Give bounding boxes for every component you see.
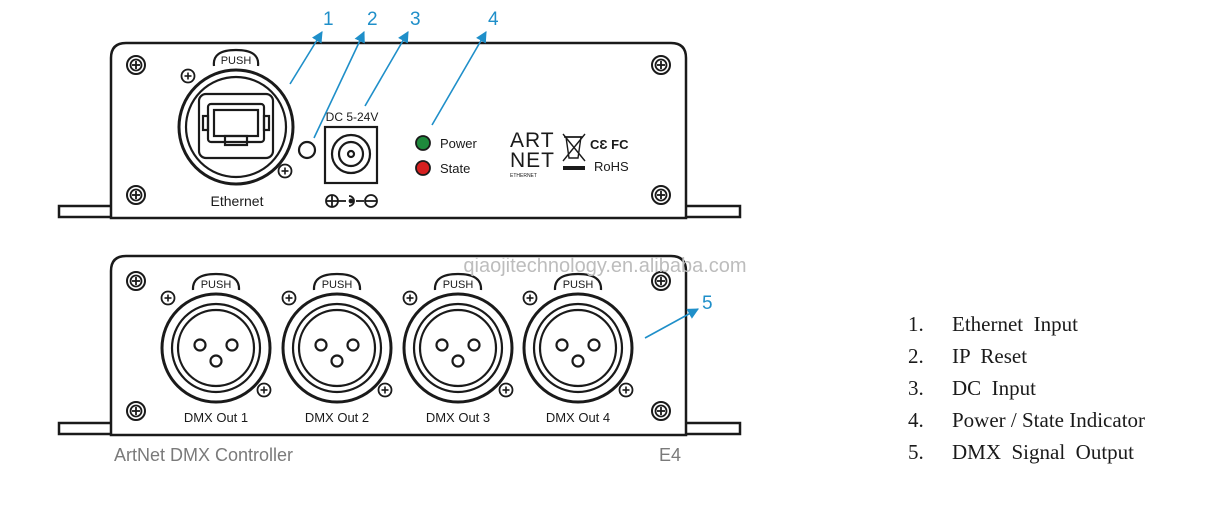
dc-input-jack bbox=[323, 125, 379, 185]
screw-icon bbox=[180, 68, 196, 84]
legend-number: 1. bbox=[908, 312, 924, 336]
front-left-flange bbox=[57, 204, 118, 219]
callout-number-5: 5 bbox=[702, 293, 713, 314]
ce-fc-mark: CƐ FC bbox=[590, 137, 629, 152]
power-label: Power bbox=[440, 136, 478, 151]
dmx-out-label-4: DMX Out 4 bbox=[546, 410, 610, 425]
callout-line-2 bbox=[313, 30, 365, 139]
dc-input-label: DC 5-24V bbox=[326, 110, 379, 124]
screw-icon bbox=[126, 185, 146, 205]
callout-number-4: 4 bbox=[488, 9, 499, 30]
dmx-out-label-1: DMX Out 1 bbox=[184, 410, 248, 425]
legend-text: Power / State Indicator bbox=[952, 408, 1146, 432]
screw-icon bbox=[402, 290, 418, 306]
screw-icon bbox=[277, 163, 293, 179]
dc-polarity-icon bbox=[325, 194, 378, 208]
model-number: E4 bbox=[659, 445, 681, 465]
dmx-out-label-3: DMX Out 3 bbox=[426, 410, 490, 425]
legend-number: 3. bbox=[908, 376, 924, 400]
callout-number-2: 2 bbox=[367, 9, 378, 30]
artnet-logo: ART NET ETHERNET bbox=[510, 129, 555, 179]
legend-text: DMX Signal Output bbox=[952, 440, 1135, 464]
callout-line-5 bbox=[644, 308, 699, 339]
legend-item: 3. DC Input bbox=[908, 372, 1145, 404]
dmx-out-label-2: DMX Out 2 bbox=[305, 410, 369, 425]
watermark: qiaojitechnology.en.alibaba.com bbox=[463, 255, 746, 277]
screw-icon bbox=[651, 401, 671, 421]
weee-bin-icon bbox=[562, 133, 586, 162]
legend-item: 1. Ethernet Input bbox=[908, 308, 1145, 340]
artnet-logo-bottom: NET bbox=[510, 149, 555, 172]
screw-icon bbox=[498, 382, 514, 398]
screw-icon bbox=[126, 271, 146, 291]
weee-bar bbox=[563, 166, 585, 170]
rohs-label: RoHS bbox=[594, 159, 629, 174]
state-label: State bbox=[440, 161, 470, 176]
front-right-flange bbox=[680, 204, 742, 219]
xlr-push-label: PUSH bbox=[443, 279, 474, 291]
screw-icon bbox=[618, 382, 634, 398]
back-right-flange bbox=[680, 421, 742, 436]
dmx-outputs: PUSH DMX Out 1 PUSH DMX Out 2 PUSH DMX Out 3 P… bbox=[160, 272, 634, 425]
screw-icon bbox=[651, 185, 671, 205]
callout-number-1: 1 bbox=[323, 9, 334, 30]
screw-icon bbox=[256, 382, 272, 398]
callout-line-4 bbox=[431, 31, 487, 126]
artnet-logo-sub: ETHERNET bbox=[510, 173, 537, 179]
product-name: ArtNet DMX Controller bbox=[114, 445, 293, 465]
artnet-logo-top: ART bbox=[510, 129, 555, 152]
callout-line-1 bbox=[289, 31, 323, 85]
legend-text: Ethernet Input bbox=[952, 312, 1078, 336]
callout-lines bbox=[289, 30, 699, 339]
back-left-flange bbox=[57, 421, 118, 436]
xlr-connector bbox=[402, 272, 514, 404]
callout-number-3: 3 bbox=[410, 9, 421, 30]
legend-item: 4. Power / State Indicator bbox=[908, 404, 1145, 436]
legend-number: 2. bbox=[908, 344, 924, 368]
xlr-push-label: PUSH bbox=[201, 279, 232, 291]
screw-icon bbox=[160, 290, 176, 306]
ethernet-push-label: PUSH bbox=[221, 55, 252, 67]
ethernet-port bbox=[177, 48, 317, 186]
screw-icon bbox=[522, 290, 538, 306]
power-led-icon bbox=[415, 135, 431, 151]
xlr-push-label: PUSH bbox=[563, 279, 594, 291]
xlr-connector bbox=[160, 272, 272, 404]
front-panel bbox=[57, 41, 742, 220]
screw-icon bbox=[126, 401, 146, 421]
legend-text: IP Reset bbox=[952, 344, 1028, 368]
callout-line-3 bbox=[364, 31, 409, 107]
state-led-icon bbox=[415, 160, 431, 176]
legend: 1. Ethernet Input 2. IP Reset 3. DC Input 4. Po… bbox=[908, 308, 1145, 468]
legend-number: 4. bbox=[908, 408, 924, 432]
screw-icon bbox=[281, 290, 297, 306]
xlr-push-label: PUSH bbox=[322, 279, 353, 291]
xlr-connector bbox=[522, 272, 634, 404]
legend-item: 2. IP Reset bbox=[908, 340, 1145, 372]
legend-item: 5. DMX Signal Output bbox=[908, 436, 1145, 468]
screw-icon bbox=[651, 55, 671, 75]
xlr-connector bbox=[281, 272, 393, 404]
legend-text: DC Input bbox=[952, 376, 1036, 400]
screw-icon bbox=[377, 382, 393, 398]
screw-icon bbox=[126, 55, 146, 75]
ethernet-label: Ethernet bbox=[211, 193, 264, 209]
legend-number: 5. bbox=[908, 440, 924, 464]
